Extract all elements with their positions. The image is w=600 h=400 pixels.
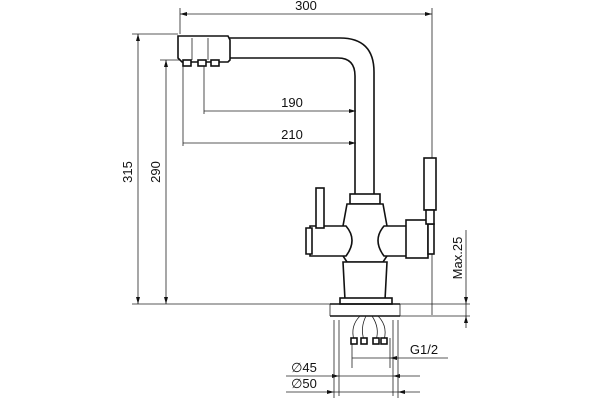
- dim-label-290: 290: [148, 161, 163, 183]
- dim-label-dia45: ∅45: [291, 360, 317, 375]
- dimension-lines: [132, 8, 470, 398]
- dim-label-190: 190: [281, 95, 303, 110]
- dim-label-thread: G1/2: [410, 342, 438, 357]
- dim-label-315: 315: [120, 161, 135, 183]
- dim-label-300: 300: [295, 0, 317, 13]
- faucet-outline: [177, 35, 437, 345]
- dim-label-210: 210: [281, 127, 303, 142]
- dim-label-max25: Max.25: [450, 237, 465, 280]
- dim-label-dia50: ∅50: [291, 376, 317, 391]
